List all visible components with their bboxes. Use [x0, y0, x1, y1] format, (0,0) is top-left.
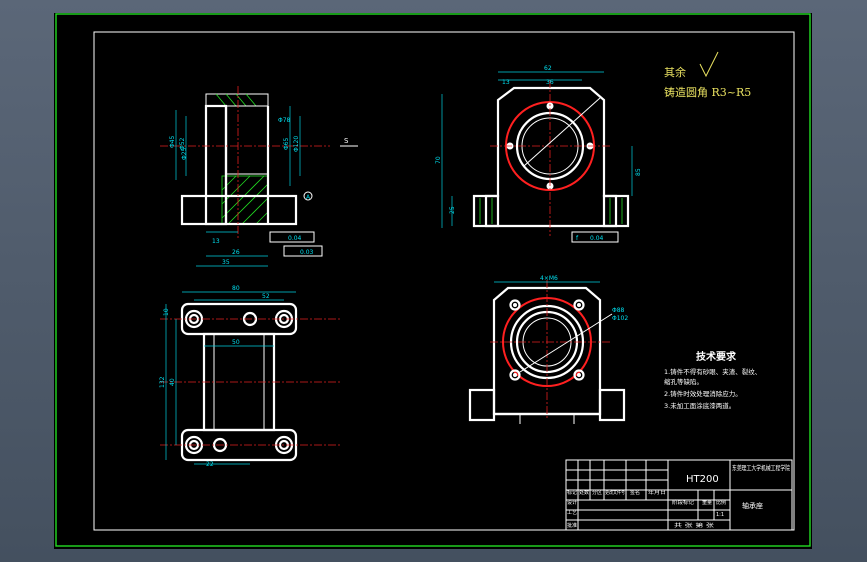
tb-cell-8: 比例: [716, 499, 726, 506]
tb-cell-11: 批准: [567, 522, 577, 529]
tb-cell-3: 更改文件号: [605, 489, 625, 496]
tb-cell-1: 处数: [579, 489, 589, 496]
title-block: [565, 459, 793, 531]
section-mark: S: [344, 137, 349, 145]
dim-rear-2: Φ102: [612, 315, 628, 322]
front-view: [441, 71, 633, 243]
dim-side-1: Φ52: [179, 137, 186, 150]
dim-top-1: 50: [232, 339, 240, 346]
outer-frame: [55, 13, 811, 547]
scale-value: 1:1: [716, 512, 724, 518]
part-name: 轴承座: [742, 501, 763, 510]
tb-cell-4: 签名: [630, 489, 640, 496]
dim-side-4: Φ78: [278, 117, 291, 124]
tb-cell-0: 标记: [567, 489, 577, 496]
tb-cell-2: 分区: [592, 489, 602, 496]
dim-top-5: 132: [159, 376, 166, 388]
side-section-view: [160, 86, 358, 267]
dim-rear-1: Φ88: [612, 307, 625, 314]
tol-front: 0.04: [590, 235, 604, 242]
dim-top-2: 52: [262, 293, 270, 300]
rear-view: [468, 280, 626, 424]
inner-frame: [93, 31, 795, 531]
dim-side-8: 35: [222, 259, 230, 266]
dim-rear-0: 4×M6: [540, 275, 558, 282]
tol-side-1: 0.04: [288, 235, 302, 242]
tb-cell-10: 工艺: [567, 510, 577, 516]
roughness-label: 其余: [664, 65, 686, 79]
dim-front-1: 13: [502, 79, 510, 86]
dim-top-0: 80: [232, 285, 240, 292]
tech-title: 技术要求: [696, 350, 737, 363]
dim-side-6: 13: [212, 238, 220, 245]
dim-side-3: Φ120: [293, 136, 300, 152]
dim-side-7: 26: [232, 249, 240, 256]
dim-front-4: 70: [435, 156, 442, 164]
dim-top-4: 22: [206, 461, 214, 468]
school-name: 东莞理工大学机械工程学院: [732, 463, 790, 472]
roughness-symbol-icon: [699, 51, 719, 78]
tb-cell-9: 设计: [567, 499, 577, 506]
dim-front-5: 85: [635, 168, 642, 176]
tb-cell-7: 重量: [702, 499, 712, 506]
tb-cell-5: 年月日: [648, 489, 666, 496]
datum-a: A: [306, 194, 311, 201]
fillet-label: 铸造圆角 R3~R5: [664, 85, 751, 99]
dim-side-2: Φ65: [283, 137, 290, 150]
tech-line-3: 2.铸件时效处理消除应力。: [664, 389, 742, 398]
dim-top-6: 40: [169, 378, 176, 386]
dim-side-0: Φ45: [169, 135, 176, 148]
tb-cell-12: 共 张 第 张: [674, 522, 714, 529]
top-view: [160, 291, 340, 465]
dim-front-0: 62: [544, 65, 552, 72]
dim-front-3: 25: [449, 206, 456, 214]
tol-side-2: 0.03: [300, 249, 314, 256]
tech-line-2: 缩孔等缺陷。: [664, 377, 703, 386]
material: HT200: [686, 474, 719, 485]
dim-top-3: 10: [163, 308, 170, 316]
tol-front-sym: f: [576, 235, 579, 242]
tb-cell-6: 阶段标记: [672, 499, 694, 506]
dim-side-5: Φ25: [181, 147, 188, 160]
tech-line-1: 1.铸件不得有砂眼、夹渣、裂纹、: [664, 367, 761, 376]
tech-line-4: 3.未加工面涂底漆两道。: [664, 401, 735, 410]
dim-front-2: 36: [546, 79, 554, 86]
